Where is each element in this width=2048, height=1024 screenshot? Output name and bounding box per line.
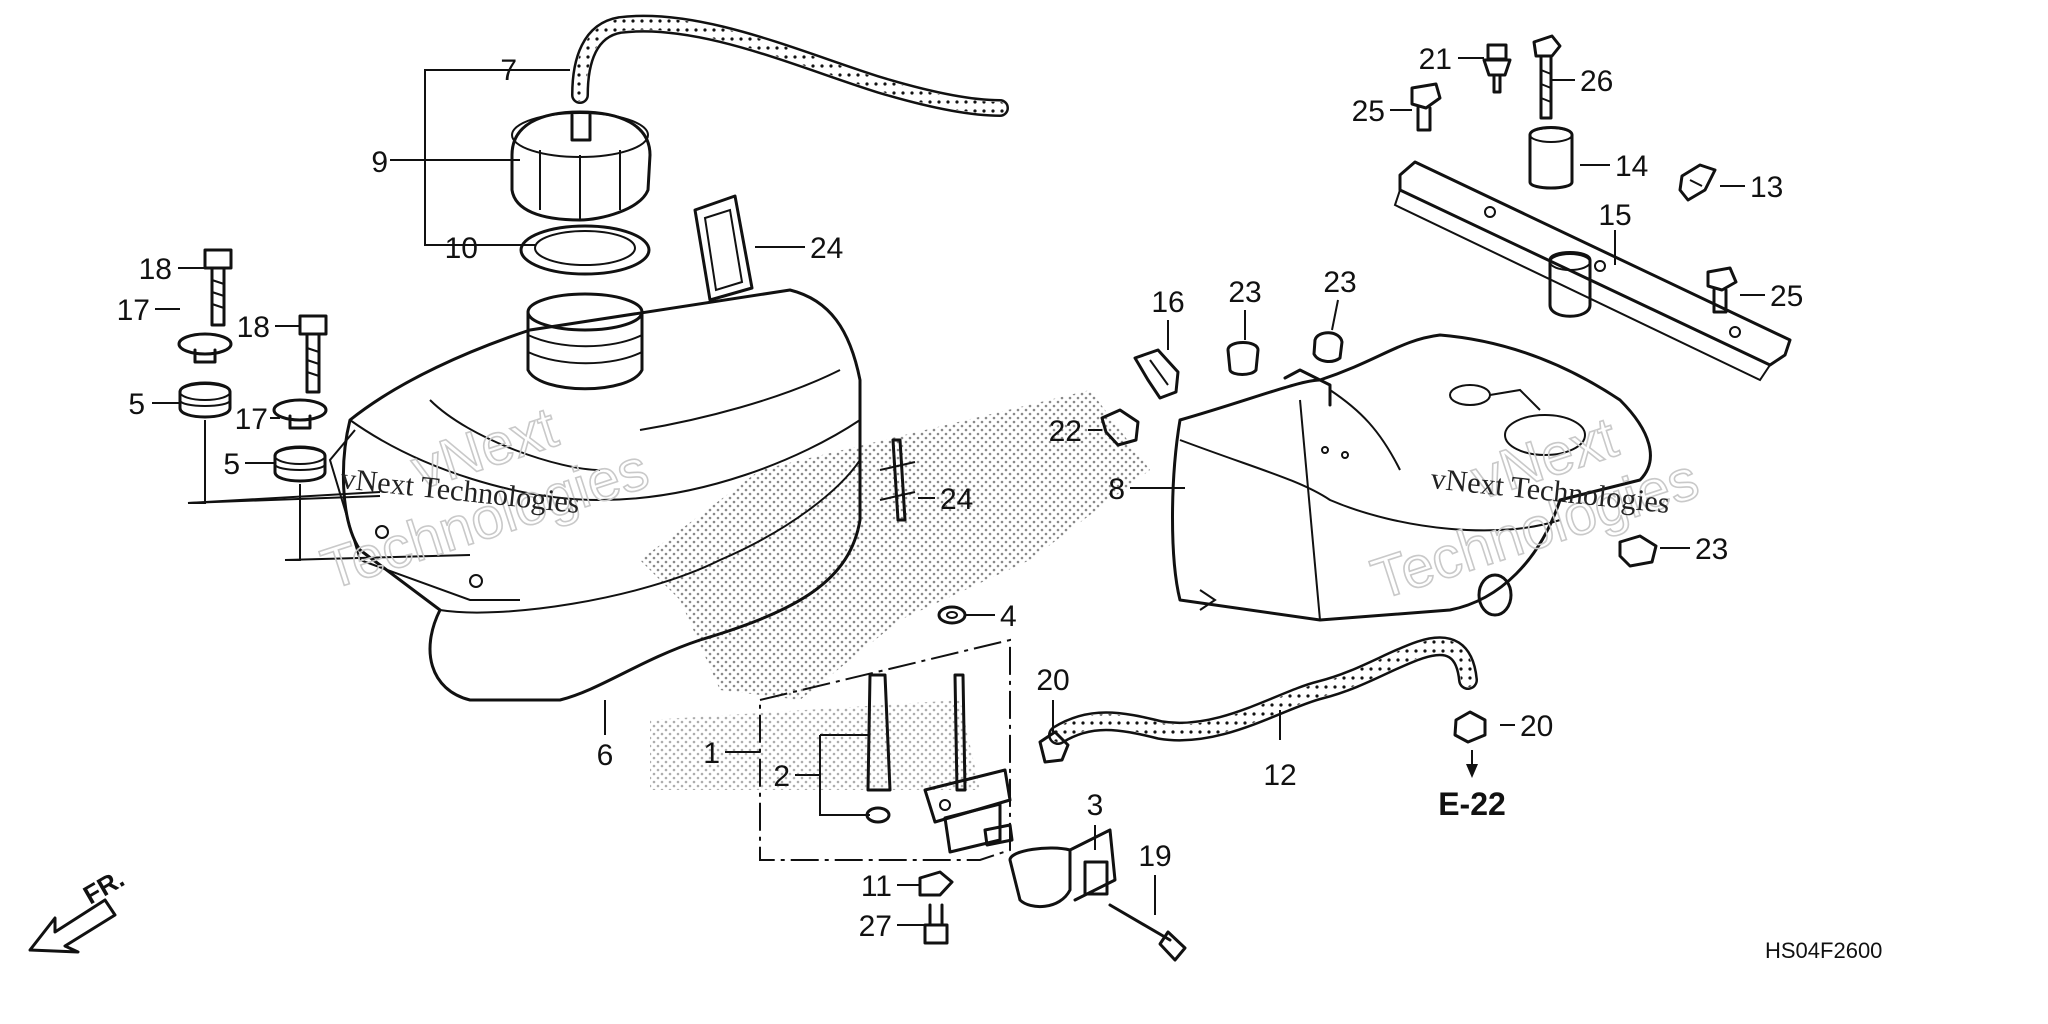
grommet-23b-icon bbox=[1312, 331, 1344, 363]
leader-lines bbox=[152, 57, 1765, 926]
fuel-valve-icon bbox=[923, 673, 1014, 854]
label-11: 11 bbox=[861, 870, 892, 903]
bolt-25a-icon bbox=[1410, 82, 1442, 132]
cushion-5b-icon bbox=[273, 445, 327, 483]
label-4: 4 bbox=[1000, 600, 1017, 633]
screw-19-icon bbox=[1108, 903, 1187, 962]
label-24-top: 24 bbox=[810, 232, 843, 265]
tank-cover-icon bbox=[1171, 333, 1652, 622]
cushion-5a-icon bbox=[178, 381, 232, 419]
tank-bracket-icon bbox=[1393, 160, 1792, 382]
collar-17b-icon bbox=[272, 398, 328, 430]
part-labels: 7 9 10 24 18 17 5 18 17 5 6 24 4 1 2 3 1… bbox=[117, 43, 1804, 943]
label-21: 21 bbox=[1419, 43, 1452, 76]
label-20-b: 20 bbox=[1520, 710, 1553, 743]
clip-22-icon bbox=[1100, 408, 1140, 447]
label-14: 14 bbox=[1615, 150, 1648, 183]
label-3: 3 bbox=[1087, 789, 1104, 822]
stipple-shading bbox=[640, 390, 1150, 790]
label-18-a: 18 bbox=[139, 253, 172, 286]
reference-e22[interactable]: E-22 bbox=[1438, 786, 1506, 822]
front-arrow-icon: FR. bbox=[28, 863, 129, 954]
collar-17a-icon bbox=[177, 332, 233, 364]
fuel-tank-icon bbox=[328, 288, 862, 702]
label-16: 16 bbox=[1151, 286, 1184, 319]
label-13: 13 bbox=[1750, 171, 1783, 204]
clip-20a-icon bbox=[1038, 730, 1070, 764]
label-27: 27 bbox=[859, 910, 892, 943]
label-23-c: 23 bbox=[1695, 533, 1728, 566]
bolt-18b-icon bbox=[298, 314, 328, 394]
clip-13-icon bbox=[1678, 163, 1717, 202]
bolt-21-icon bbox=[1482, 43, 1512, 94]
label-5-b: 5 bbox=[223, 448, 240, 481]
label-6: 6 bbox=[597, 739, 614, 772]
label-24-mid: 24 bbox=[940, 483, 973, 516]
label-18-b: 18 bbox=[237, 311, 270, 344]
label-17-b: 17 bbox=[235, 403, 268, 436]
grommet-23c-icon bbox=[1618, 534, 1658, 568]
label-22: 22 bbox=[1049, 415, 1082, 448]
label-1: 1 bbox=[703, 737, 720, 770]
label-20-a: 20 bbox=[1036, 664, 1069, 697]
label-17-a: 17 bbox=[117, 294, 150, 327]
front-label: FR. bbox=[78, 863, 129, 910]
gasket-icon bbox=[519, 224, 651, 276]
washer-4-icon bbox=[937, 605, 967, 625]
label-7: 7 bbox=[500, 54, 517, 87]
label-25-a: 25 bbox=[1352, 95, 1385, 128]
label-10: 10 bbox=[445, 232, 478, 265]
bushing-14-icon bbox=[1528, 126, 1574, 190]
nut-11-icon bbox=[918, 870, 954, 897]
label-12: 12 bbox=[1263, 759, 1296, 792]
bolt-18a-icon bbox=[203, 248, 233, 327]
watermark-left: vNext Technologies vNext Technologies bbox=[313, 394, 657, 603]
label-2: 2 bbox=[773, 760, 790, 793]
label-9: 9 bbox=[371, 146, 388, 179]
label-19: 19 bbox=[1138, 840, 1171, 873]
label-15: 15 bbox=[1598, 199, 1631, 232]
clip-20b-icon bbox=[1453, 710, 1487, 744]
strap-icon bbox=[693, 194, 754, 302]
label-23-a: 23 bbox=[1228, 276, 1261, 309]
label-26: 26 bbox=[1580, 65, 1613, 98]
label-23-b: 23 bbox=[1323, 266, 1356, 299]
label-8: 8 bbox=[1108, 473, 1125, 506]
filler-cap-icon bbox=[510, 110, 652, 222]
valve-lever-icon bbox=[1008, 828, 1117, 909]
bolt-26-icon bbox=[1532, 34, 1562, 120]
grommet-23a-icon bbox=[1226, 341, 1260, 376]
bolt-27-icon bbox=[923, 903, 949, 945]
watermark-right: vNext Technologies vNext Technologies bbox=[1363, 404, 1707, 613]
diagram-code: HS04F2600 bbox=[1765, 938, 1882, 963]
bolt-25b-icon bbox=[1706, 266, 1738, 314]
clip-16-icon bbox=[1133, 348, 1180, 400]
strap-side-icon bbox=[879, 438, 916, 522]
label-5-a: 5 bbox=[128, 388, 145, 421]
label-25-b: 25 bbox=[1770, 280, 1803, 313]
